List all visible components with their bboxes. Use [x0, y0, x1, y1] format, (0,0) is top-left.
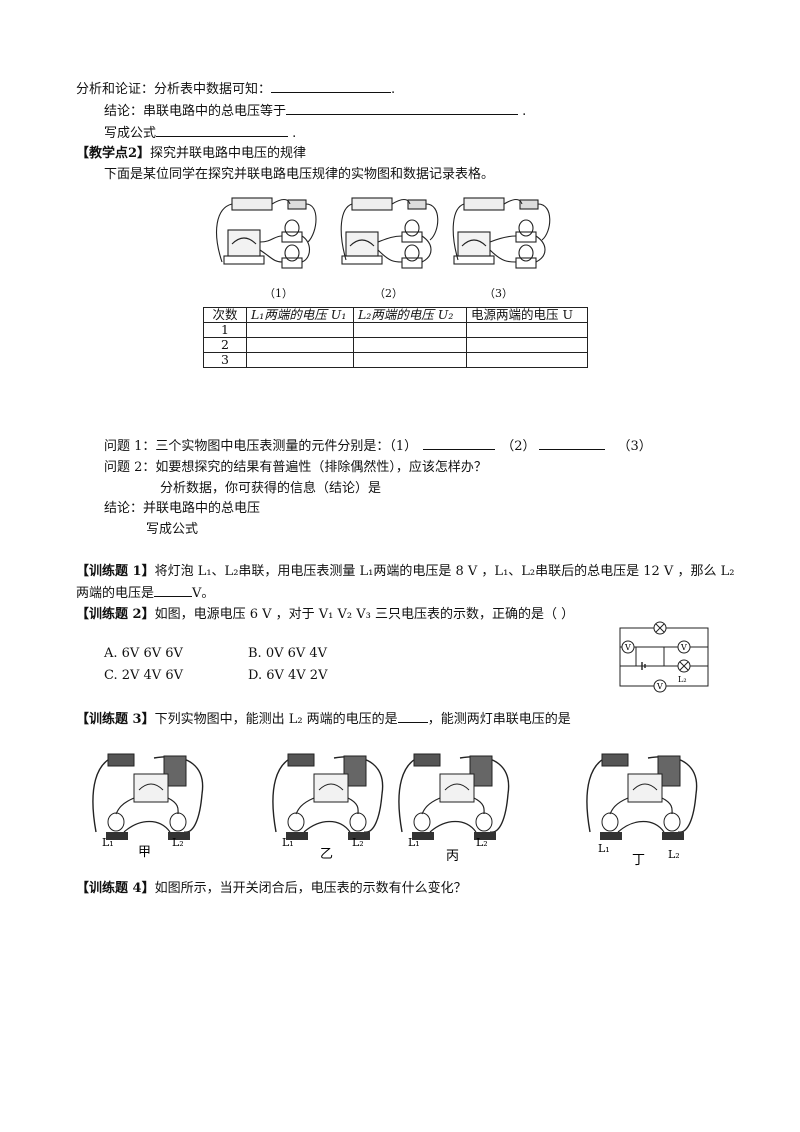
- series-conclusion-text: 结论：串联电路中的总电压等于: [104, 104, 287, 119]
- answer-blank[interactable]: [271, 80, 392, 93]
- header-cell: L₂两端的电压 U₂: [353, 307, 467, 323]
- formula-prompt: 写成公式: [146, 522, 199, 537]
- voltmeter-symbol: [621, 640, 635, 654]
- voltmeter-label: V: [624, 643, 631, 652]
- analysis-line: 分析和论证：分析表中数据可知：.: [76, 80, 396, 97]
- answer-blank[interactable]: [286, 102, 519, 115]
- question-2: 问题 2：如要想探究的结果有普遍性（排除偶然性），应该怎样办？: [104, 460, 487, 475]
- row-number: 1: [203, 322, 247, 338]
- figure-caption-ding: 丁: [632, 853, 645, 868]
- apparatus-figure-1: [216, 197, 317, 269]
- table-cell[interactable]: [246, 322, 354, 338]
- parallel-conclusion: 结论：并联电路中的总电压: [104, 501, 261, 516]
- table-cell[interactable]: [246, 352, 354, 368]
- section-tag: 【教学点2】: [76, 146, 151, 161]
- training-2-text: 如图，电源电压 6 V ，对于 V₁ V₂ V₃ 三只电压表的示数，正确的是（ …: [154, 607, 575, 622]
- apparatus-figure-bing: [398, 753, 510, 841]
- training-3-text2: ，能测两灯串联电压的是: [427, 712, 571, 727]
- formula-line: 写成公式 .: [104, 124, 297, 141]
- apparatus-figure-3: [452, 197, 551, 269]
- answer-blank[interactable]: [154, 584, 193, 597]
- data-record-table: 次数 L₁两端的电压 U₁ L₂两端的电压 U₂ 电源两端的电压 U 1 2 3: [203, 307, 588, 368]
- training-1: 【训练题 1】将灯泡 L₁、L₂串联，用电压表测量 L₁两端的电压是 8 V ，…: [76, 563, 734, 581]
- table-row: 2: [203, 337, 588, 353]
- lamp-label: L₂: [476, 836, 488, 849]
- training-1-text: 将灯泡 L₁、L₂串联，用电压表测量 L₁两端的电压是 8 V ，L₁、L₂串联…: [154, 564, 735, 579]
- intro-text: 下面是某位同学在探究并联电路电压规律的实物图和数据记录表格。: [104, 167, 495, 182]
- lamp-label: L₁: [408, 836, 420, 849]
- circuit-diagram: V V V L₂: [619, 621, 709, 693]
- answer-blank[interactable]: [156, 124, 289, 137]
- question-1: 问题 1：三个实物图中电压表测量的元件分别是：（1） （2） （3）: [104, 437, 652, 456]
- formula-text: 写成公式: [104, 126, 157, 141]
- question-1-part2: （2）: [501, 439, 536, 454]
- voltmeter-symbol: [653, 679, 667, 693]
- training-tag: 【训练题 3】: [76, 712, 155, 727]
- table-header-row: 次数 L₁两端的电压 U₁ L₂两端的电压 U₂ 电源两端的电压 U: [203, 307, 588, 323]
- table-row: 1: [203, 322, 588, 338]
- voltmeter-symbol: [677, 640, 691, 654]
- training-2: 【训练题 2】如图，电源电压 6 V ，对于 V₁ V₂ V₃ 三只电压表的示数…: [76, 606, 574, 624]
- question-1-text: 问题 1：三个实物图中电压表测量的元件分别是：（1）: [104, 439, 418, 454]
- header-cell: 电源两端的电压 U: [466, 307, 588, 323]
- table-cell[interactable]: [466, 337, 588, 353]
- figure-caption-3: （3）: [484, 287, 513, 300]
- training-tag: 【训练题 2】: [76, 607, 155, 622]
- option-a[interactable]: A. 6V 6V 6V: [104, 646, 183, 661]
- lamp-label: L₁: [282, 836, 294, 849]
- header-cell: 次数: [203, 307, 247, 323]
- figure-caption-2: （2）: [374, 287, 403, 300]
- lamp-label: L₁: [598, 842, 610, 855]
- answer-blank[interactable]: [539, 437, 606, 450]
- figure-caption-yi: 乙: [320, 847, 333, 862]
- parallel-circuit-figures: [216, 197, 551, 269]
- lamp-label: L₂: [668, 848, 680, 861]
- training-3: 【训练题 3】下列实物图中，能测出 L₂ 两端的电压的是 ，能测两灯串联电压的是: [76, 710, 571, 729]
- option-c[interactable]: C. 2V 4V 6V: [104, 668, 183, 683]
- training-4: 【训练题 4】如图所示，当开关闭合后，电压表的示数有什么变化？: [76, 880, 467, 898]
- figure-caption-jia: 甲: [138, 845, 151, 860]
- analysis-text: 分析和论证：分析表中数据可知：: [76, 82, 272, 97]
- answer-blank[interactable]: [423, 437, 496, 450]
- apparatus-figure-jia: [92, 753, 204, 841]
- lamp-label: L₂: [352, 836, 364, 849]
- header-cell: L₁两端的电压 U₁: [246, 307, 354, 323]
- voltmeter-label: V: [680, 643, 687, 652]
- apparatus-figure-yi: [272, 753, 384, 841]
- training-tag: 【训练题 4】: [76, 881, 155, 896]
- figure-caption-bing: 丙: [446, 849, 459, 864]
- training-tag: 【训练题 1】: [76, 564, 155, 579]
- voltmeter-label: V: [656, 682, 663, 691]
- table-cell[interactable]: [353, 337, 467, 353]
- section-title: 探究并联电路中电压的规律: [150, 146, 307, 161]
- table-cell[interactable]: [466, 352, 588, 368]
- training-1-cont: 两端的电压是 V。: [76, 584, 214, 603]
- table-row: 3: [203, 352, 588, 368]
- row-number: 2: [203, 337, 247, 353]
- lamp-label: L₁: [102, 836, 114, 849]
- answer-blank[interactable]: [397, 710, 428, 723]
- figure-caption-1: （1）: [264, 287, 293, 300]
- teaching-point-2: 【教学点2】探究并联电路中电压的规律: [76, 145, 306, 163]
- apparatus-figure-ding: [586, 753, 698, 841]
- training-3-figures: L₁ L₂ L₁ L₂ L₁ L₂ L₁ L₂ 甲 乙 丙 丁: [92, 753, 698, 868]
- training-3-text: 下列实物图中，能测出 L₂ 两端的电压的是: [154, 712, 398, 727]
- option-b[interactable]: B. 0V 6V 4V: [248, 646, 328, 661]
- table-cell[interactable]: [353, 352, 467, 368]
- lamp-label: L₂: [678, 675, 687, 684]
- training-1-text2: 两端的电压是: [76, 586, 155, 601]
- training-1-unit: V。: [192, 586, 215, 601]
- training-4-text: 如图所示，当开关闭合后，电压表的示数有什么变化？: [154, 881, 467, 896]
- table-cell[interactable]: [246, 337, 354, 353]
- table-cell[interactable]: [353, 322, 467, 338]
- series-conclusion-line: 结论：串联电路中的总电压等于 .: [104, 102, 527, 119]
- table-cell[interactable]: [466, 322, 588, 338]
- row-number: 3: [203, 352, 247, 368]
- apparatus-figure-2: [340, 197, 439, 269]
- question-1-part3: （3）: [617, 439, 652, 454]
- lamp-label: L₂: [172, 836, 184, 849]
- analysis-prompt: 分析数据，你可获得的信息（结论）是: [160, 481, 382, 496]
- option-d[interactable]: D. 6V 4V 2V: [248, 668, 328, 683]
